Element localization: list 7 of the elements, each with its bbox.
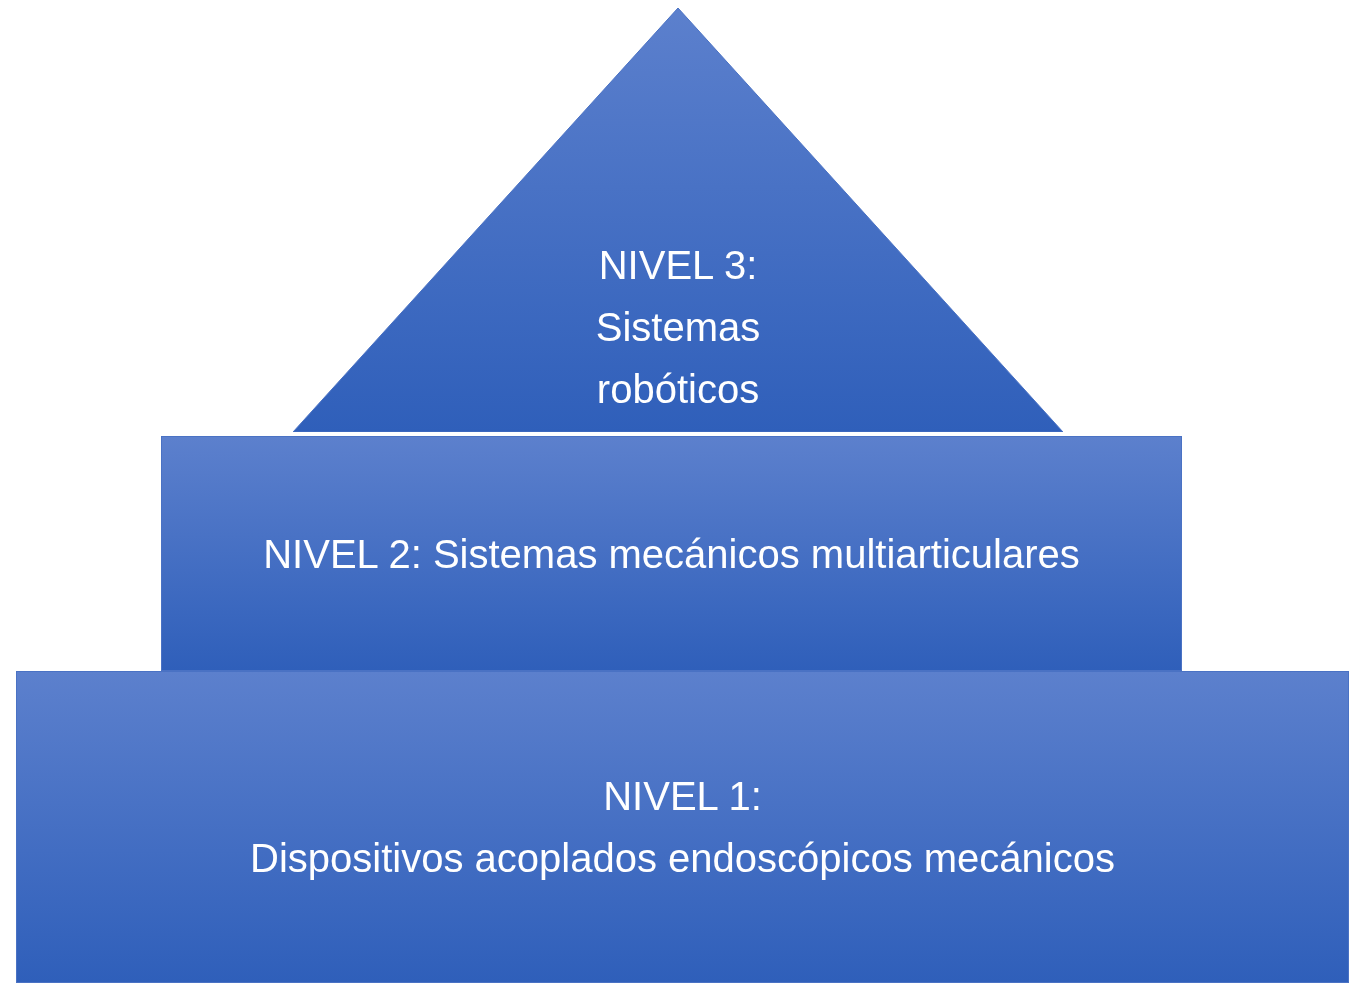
pyramid-middle-tier (161, 436, 1182, 671)
pyramid-base-tier (16, 671, 1349, 983)
pyramid-top-triangle (293, 8, 1063, 432)
tier-label: NIVEL 1: (603, 773, 762, 820)
tier-label: Dispositivos acoplados endoscópicos mecánicos (250, 835, 1115, 882)
tier-label: NIVEL 2: Sistemas mecánicos multiarticulares (263, 530, 1080, 578)
tier-label: NIVEL 3: Sistemas robóticos (594, 242, 762, 413)
